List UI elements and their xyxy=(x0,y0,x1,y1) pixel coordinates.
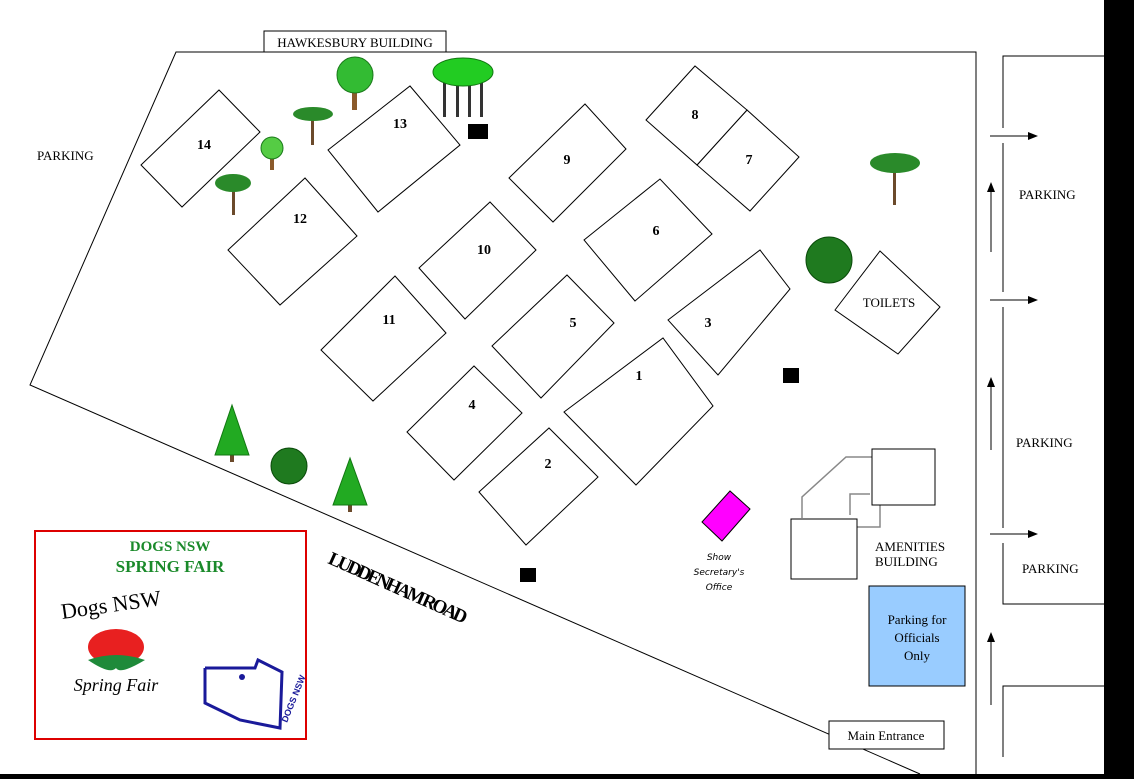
ring-number-12: 12 xyxy=(293,212,307,227)
ring-14[interactable] xyxy=(140,89,261,208)
ring-number-2: 2 xyxy=(545,457,552,472)
ring-number-8: 8 xyxy=(692,108,699,123)
ring-2[interactable] xyxy=(478,427,599,546)
hawkesbury-label: HAWKESBURY BUILDING xyxy=(277,35,433,50)
right-parking xyxy=(990,55,1104,757)
ring-6[interactable] xyxy=(583,178,713,302)
bush-icon xyxy=(805,236,853,284)
ring-number-4: 4 xyxy=(469,398,476,413)
ring-number-11: 11 xyxy=(382,313,395,328)
amenities-label-1: AMENITIES xyxy=(875,539,945,554)
tree-icon xyxy=(336,56,374,110)
amenities-label-2: BUILDING xyxy=(875,554,938,569)
tree-icon xyxy=(870,153,920,205)
ring-number-6: 6 xyxy=(653,224,660,239)
ring-5[interactable] xyxy=(491,274,615,399)
main-entrance[interactable]: Main Entrance xyxy=(828,720,945,750)
ring-number-3: 3 xyxy=(705,316,712,331)
ground-boundary xyxy=(29,51,977,775)
ring-numbers: 1 2 3 4 5 6 7 8 9 10 11 12 13 14 xyxy=(197,108,753,472)
ring-number-10: 10 xyxy=(477,243,491,258)
tree-icon xyxy=(260,136,284,170)
tree-icon xyxy=(293,107,333,145)
trees xyxy=(214,56,920,512)
logo-title-2: SPRING FAIR xyxy=(116,557,225,576)
markers xyxy=(468,124,799,582)
amenities-building: AMENITIES BUILDING xyxy=(790,448,945,580)
direction-arrows xyxy=(987,132,1038,642)
ring-number-13: 13 xyxy=(393,117,407,132)
ring-12[interactable] xyxy=(227,177,358,306)
officials-label-3: Only xyxy=(904,648,931,663)
ring-9[interactable] xyxy=(508,103,627,223)
ring-number-14: 14 xyxy=(197,138,211,153)
ring-number-1: 1 xyxy=(636,369,643,384)
rings xyxy=(140,65,800,546)
tree-icon xyxy=(215,174,251,215)
ring-3[interactable] xyxy=(667,249,791,376)
pine-tree-icon xyxy=(332,456,368,512)
ring-4[interactable] xyxy=(406,365,523,481)
secretary-label-3: Office xyxy=(706,583,733,593)
toilets-label: TOILETS xyxy=(863,295,915,310)
bush-icon xyxy=(270,447,308,485)
logo-title-1: DOGS NSW xyxy=(130,539,210,555)
officials-label-1: Parking for xyxy=(888,612,948,627)
event-logo-panel: DOGS NSW SPRING FAIR Dogs NSW Spring Fai… xyxy=(34,530,308,740)
ring-11[interactable] xyxy=(320,275,447,402)
main-entrance-label: Main Entrance xyxy=(848,728,925,743)
secretary-label-1: Show xyxy=(707,553,732,563)
ring-10[interactable] xyxy=(418,201,537,320)
ring-number-9: 9 xyxy=(564,153,571,168)
logo-badge-bottom: Spring Fair xyxy=(74,675,160,695)
parking-right-label-3: PARKING xyxy=(1022,561,1079,576)
parking-right-label-2: PARKING xyxy=(1016,435,1073,450)
palm-trees-icon xyxy=(432,57,494,117)
officials-label-2: Officials xyxy=(894,630,939,645)
officials-parking: Parking for Officials Only xyxy=(868,585,966,687)
toilets-building: TOILETS xyxy=(834,250,941,355)
waratah-flower-icon xyxy=(88,629,145,671)
secretary-office: Show Secretary's Office xyxy=(694,490,751,593)
parking-left-label: PARKING xyxy=(37,148,94,163)
secretary-label-2: Secretary's xyxy=(694,568,745,578)
ring-number-5: 5 xyxy=(570,316,577,331)
ring-1[interactable] xyxy=(563,337,714,486)
pine-tree-icon xyxy=(214,403,250,462)
parking-right-label-1: PARKING xyxy=(1019,187,1076,202)
hawkesbury-building: HAWKESBURY BUILDING xyxy=(263,30,447,53)
ring-number-7: 7 xyxy=(746,153,753,168)
ring-8[interactable] xyxy=(645,65,748,166)
ring-13[interactable] xyxy=(327,85,461,213)
